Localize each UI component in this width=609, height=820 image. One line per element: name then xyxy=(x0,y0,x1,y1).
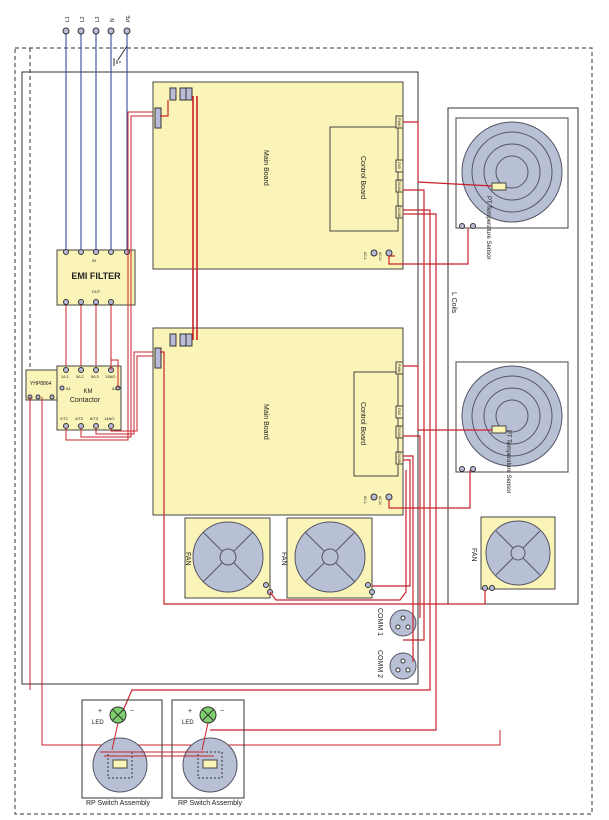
ground-icon xyxy=(113,45,128,66)
control-board-1-label: Control Board xyxy=(359,156,366,199)
coil-2: PT Temperature Sensor xyxy=(455,361,569,493)
terminal-label-l1: L1 xyxy=(65,16,71,22)
board-1-pin-acl: AC-L xyxy=(363,252,367,260)
terminal-l1 xyxy=(62,27,70,35)
comm-1-label: COMM 1 xyxy=(376,608,383,636)
board-2-port-pwm: PWM xyxy=(397,364,401,373)
contactor-pin-top-1: 1/L1 xyxy=(61,374,70,379)
contactor-output-wires xyxy=(41,111,501,746)
contactor-pin-bottom-1: 2/T1 xyxy=(60,416,69,421)
terminal-l3 xyxy=(92,27,100,35)
control-board-1 xyxy=(329,126,399,232)
switch-wires xyxy=(29,397,214,757)
switch-2-plus: + xyxy=(188,708,192,715)
comm-2-label: COMM 2 xyxy=(376,650,383,678)
board-2-pin-acn: AC-N xyxy=(378,496,382,505)
emi-filter-in-label: IN xyxy=(92,258,96,263)
terminal-label-l2: L2 xyxy=(80,16,86,22)
terminal-label-l3: L3 xyxy=(95,16,101,22)
emi-filter: IN EMI FILTER OUT xyxy=(56,249,136,306)
relay-label: YHP8864 xyxy=(30,381,52,387)
contactor-pin-bottom-4: 14NO xyxy=(104,416,114,421)
switch-1-plus: + xyxy=(98,708,102,715)
filter-to-contactor-wires xyxy=(65,305,112,368)
comm-2: COMM 2 xyxy=(376,650,417,680)
board-1-port-cn10a: CN10A xyxy=(397,180,401,192)
emi-filter-out-label: OUT xyxy=(92,289,101,294)
terminal-label-pe: PE xyxy=(126,15,132,22)
fan-2: FAN xyxy=(280,517,375,599)
fan-1: FAN xyxy=(184,517,273,599)
fan-1-label: FAN xyxy=(184,552,191,566)
switch-assembly-1: + − LED RP Switch Assembly xyxy=(81,699,163,807)
contactor-title: KM xyxy=(84,389,93,395)
contactor-pin-a1: A1 xyxy=(66,386,72,391)
board-interlink-wires xyxy=(192,96,198,340)
main-board-1-label: Main Board xyxy=(262,150,269,186)
signal-wires xyxy=(117,100,493,731)
contactor-pin-top-2: 3/L2 xyxy=(76,374,85,379)
board-1-port-cn10b: CN10B xyxy=(397,206,401,218)
coil-1: PT Temperature Sensor xyxy=(455,117,569,259)
contactor-pin-top-4: 13NO xyxy=(105,374,115,379)
board-1-port-cn5: CN5 xyxy=(397,162,401,169)
terminal-l2 xyxy=(77,27,85,35)
contactor-pin-a2: A2 xyxy=(112,386,118,391)
emi-filter-title: EMI FILTER xyxy=(71,271,121,281)
board-1-port-pwm: PWM xyxy=(397,118,401,127)
board-2-port-cn5: CN5 xyxy=(397,408,401,415)
coils-label: L Coils xyxy=(450,292,457,314)
fan-3: FAN xyxy=(470,516,556,591)
fan-3-label: FAN xyxy=(470,548,477,562)
sensor-2-label: PT Temperature Sensor xyxy=(505,430,511,493)
contactor-pin-bottom-3: 6/T3 xyxy=(90,416,99,421)
contactor-subtitle: Contactor xyxy=(70,397,101,404)
contactor-pin-top-3: 5/L3 xyxy=(91,374,100,379)
board-2-power-pins: AC-L AC-N xyxy=(363,493,393,505)
terminal-n xyxy=(107,27,115,35)
switch-1-title: RP Switch Assembly xyxy=(86,800,151,807)
contactor: 1/L1 3/L2 5/L3 13NO A1 A2 KM Contactor 2… xyxy=(56,365,122,431)
board-2-port-cn10a: CN10A xyxy=(397,426,401,438)
fan-2-label: FAN xyxy=(280,552,287,566)
input-terminals: L1 L2 L3 N PE xyxy=(62,15,132,250)
switch-2-led-label: LED xyxy=(182,720,194,726)
terminal-pe xyxy=(123,27,131,35)
board-2-ports: PWM CN5 CN10A CN10B xyxy=(395,361,404,465)
board-1-pin-acn: AC-N xyxy=(378,252,382,261)
terminal-label-n: N xyxy=(110,18,116,22)
outer-dashed-frame xyxy=(14,47,593,815)
main-board-2: Main Board Control Board PWM CN5 CN10A C… xyxy=(152,327,404,516)
control-board-2 xyxy=(353,371,399,477)
coils-frame xyxy=(447,107,579,605)
board-2-port-cn10b: CN10B xyxy=(397,452,401,464)
switch-2-minus: − xyxy=(220,708,224,715)
switch-assembly-2: + − LED RP Switch Assembly xyxy=(171,699,245,807)
switch-1-led-label: LED xyxy=(92,720,104,726)
control-board-2-label: Control Board xyxy=(359,402,366,445)
contactor-pin-bottom-2: 4/T2 xyxy=(75,416,84,421)
switch-1-minus: − xyxy=(130,708,134,715)
sensor-1-label: PT Temperature Sensor xyxy=(485,196,491,259)
comm-1: COMM 1 xyxy=(376,608,417,637)
switch-2-title: RP Switch Assembly xyxy=(178,800,243,807)
main-board-2-label: Main Board xyxy=(262,404,269,440)
board-2-input-terminals xyxy=(154,333,193,369)
main-board-1: Main Board Control Board PWM CN5 CN10A C… xyxy=(152,81,404,270)
board-1-input-terminals xyxy=(154,87,193,129)
board-2-pin-acl: AC-L xyxy=(363,496,367,504)
